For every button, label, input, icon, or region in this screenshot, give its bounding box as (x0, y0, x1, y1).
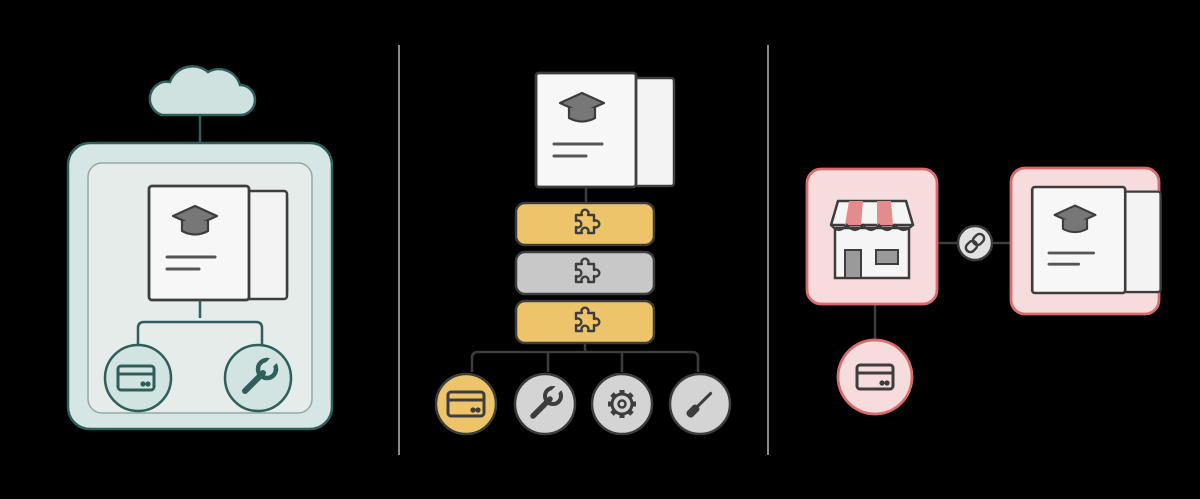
screwdriver-node (668, 372, 732, 436)
course-node (1009, 166, 1162, 316)
credit-card-node (103, 343, 173, 413)
plugin-block-2 (514, 250, 656, 296)
credit-card-node (836, 338, 914, 416)
course-document-icon (534, 71, 676, 189)
storefront-icon (829, 199, 915, 280)
wrench-icon (242, 355, 279, 394)
tree-connector (136, 300, 264, 345)
course-document-icon (1030, 185, 1162, 295)
link-icon (964, 232, 986, 254)
plugin-block-1 (514, 201, 656, 247)
panel-hosted (66, 65, 334, 431)
cloud-icon (148, 65, 257, 117)
wrench-node (513, 372, 577, 436)
wrench-node (223, 343, 293, 413)
panel-plugin-stack (434, 71, 732, 436)
gear-node (590, 372, 654, 436)
tree-connector (470, 343, 700, 372)
screwdriver-icon (686, 391, 713, 418)
link-node (956, 224, 994, 262)
plugin-block-3 (514, 299, 656, 345)
panel-storefront (805, 166, 1162, 416)
credit-card-node (434, 372, 498, 436)
course-document-icon (147, 184, 289, 302)
gear-icon (608, 390, 636, 418)
wrench-icon (530, 384, 563, 419)
storefront-node (805, 167, 939, 306)
